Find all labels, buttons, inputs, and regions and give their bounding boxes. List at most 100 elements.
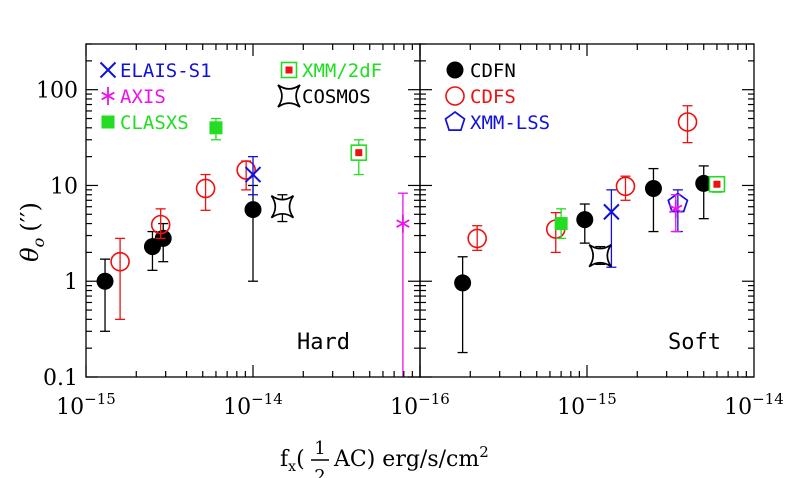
panel-label-hard: Hard xyxy=(297,330,350,355)
marker-cosmos xyxy=(270,195,295,219)
legend-marker-axis xyxy=(101,87,115,105)
marker-cdfn xyxy=(576,211,594,229)
marker-cdfs xyxy=(615,176,636,197)
marker-axis xyxy=(669,199,683,218)
data-point-cdfs xyxy=(677,105,698,144)
marker-xmm-2df xyxy=(350,144,368,161)
marker-cdfs xyxy=(195,178,216,199)
marker-cdfn xyxy=(695,174,713,192)
data-point-clasxs xyxy=(554,208,568,240)
data-point-cdfn xyxy=(695,165,713,220)
data-point-axis xyxy=(396,192,410,377)
data-point-cdfs xyxy=(150,208,171,240)
y-label-symbol: θ xyxy=(16,247,44,262)
x-tick-label: 10−15 xyxy=(56,390,116,420)
x-label-sup: 2 xyxy=(479,443,489,461)
legend-item-xmm-2df: XMM/2dF xyxy=(280,60,382,82)
marker-cosmos xyxy=(588,243,612,268)
x-axis-label: fx( 1 2 AC) erg/s/cm2 xyxy=(280,438,489,478)
svg-text:AC) erg/s/cm2: AC) erg/s/cm2 xyxy=(333,443,489,472)
marker-cdfs xyxy=(150,214,171,235)
legend-marker-cdfs xyxy=(445,86,465,106)
svg-text:θo(′′): θo (′′) xyxy=(16,202,48,262)
x-tick-label: 10−15 xyxy=(557,390,617,420)
x-label-frac-num: 1 xyxy=(314,438,325,459)
marker-cdfs xyxy=(110,251,130,272)
x-label-frac-den: 2 xyxy=(314,466,325,478)
data-point-cdfs xyxy=(236,160,256,191)
legend-label-cdfs: CDFS xyxy=(470,86,516,108)
y-label-unit: (′′) xyxy=(16,202,44,232)
legend-marker-cosmos xyxy=(277,84,301,108)
y-label-sub: o xyxy=(29,238,48,248)
data-point-clasxs xyxy=(209,117,223,141)
y-axis-label: θo (′′) xyxy=(16,202,48,262)
legend-label-elais-s1: ELAIS-S1 xyxy=(120,60,212,82)
data-point-cosmos xyxy=(270,194,295,223)
data-point-cdfn xyxy=(244,184,262,282)
data-point-elais-s1 xyxy=(603,189,620,268)
marker-axis xyxy=(396,214,410,233)
data-point-cosmos xyxy=(588,243,612,268)
legend-marker-clasxs xyxy=(101,115,115,129)
legend-item-cdfs: CDFS xyxy=(445,86,516,108)
marker-cdfn xyxy=(454,274,472,292)
svg-text:fx(: fx( xyxy=(280,447,305,475)
panel-label-soft: Soft xyxy=(668,330,721,355)
data-point-cdfs xyxy=(467,225,487,252)
x-label-prefix: f xyxy=(280,447,290,472)
square-center-dot xyxy=(713,180,721,188)
x-tick-label: 10−14 xyxy=(223,390,283,420)
data-point-cdfs xyxy=(110,237,130,320)
marker-xmm-lss xyxy=(667,192,689,213)
x-tick-label: 10−14 xyxy=(724,390,784,420)
marker-clasxs xyxy=(209,121,223,135)
square-center-dot xyxy=(285,66,293,74)
y-tick-label: 1 xyxy=(64,270,78,295)
legend-item-elais-s1: ELAIS-S1 xyxy=(99,60,212,82)
marker-cdfs xyxy=(236,160,256,180)
legend-label-clasxs: CLASXS xyxy=(120,112,189,134)
panel-soft-points xyxy=(454,105,726,354)
data-point-xmm-2df xyxy=(350,139,368,176)
legend-label-axis: AXIS xyxy=(120,86,166,108)
panel-hard-points xyxy=(96,117,410,377)
data-point-cdfn xyxy=(644,167,662,233)
legend-label-xmm-2df: XMM/2dF xyxy=(302,60,382,82)
legend-label-xmm-lss: XMM-LSS xyxy=(470,112,550,134)
data-point-xmm-2df xyxy=(708,175,726,193)
x-tick-label: 10−16 xyxy=(390,390,450,420)
legend-marker-cdfn xyxy=(446,61,464,79)
legend-item-cosmos: COSMOS xyxy=(277,84,371,108)
legend-item-xmm-lss: XMM-LSS xyxy=(444,110,550,134)
plot-layer xyxy=(96,105,726,377)
x-label-mid: AC) erg/s/cm xyxy=(333,447,479,472)
marker-elais-s1 xyxy=(603,203,620,221)
marker-cdfn xyxy=(244,201,262,219)
legend-marker-xmm-lss xyxy=(444,110,466,131)
legend-marker-elais-s1 xyxy=(99,61,117,79)
data-point-axis xyxy=(669,194,683,233)
data-point-cdfn xyxy=(576,203,594,244)
y-tick-label: 100 xyxy=(36,79,78,104)
marker-cdfs xyxy=(467,228,487,249)
legend-marker-xmm-2df xyxy=(280,61,298,79)
legend-item-clasxs: CLASXS xyxy=(101,112,189,134)
legend-label-cosmos: COSMOS xyxy=(302,86,371,108)
x-label-sub: x xyxy=(288,459,296,475)
legend-label-cdfn: CDFN xyxy=(470,60,516,82)
legend-item-axis: AXIS xyxy=(101,86,166,108)
legend-item-cdfn: CDFN xyxy=(446,60,516,82)
marker-cdfn xyxy=(96,272,114,290)
marker-clasxs xyxy=(554,217,568,231)
data-point-cdfn xyxy=(454,256,472,354)
marker-xmm-2df xyxy=(708,175,726,193)
data-point-cdfs xyxy=(195,173,216,211)
data-point-cdfs xyxy=(615,175,636,201)
marker-cdfn xyxy=(644,179,662,197)
square-center-dot xyxy=(355,149,363,157)
marker-elais-s1 xyxy=(244,166,262,183)
